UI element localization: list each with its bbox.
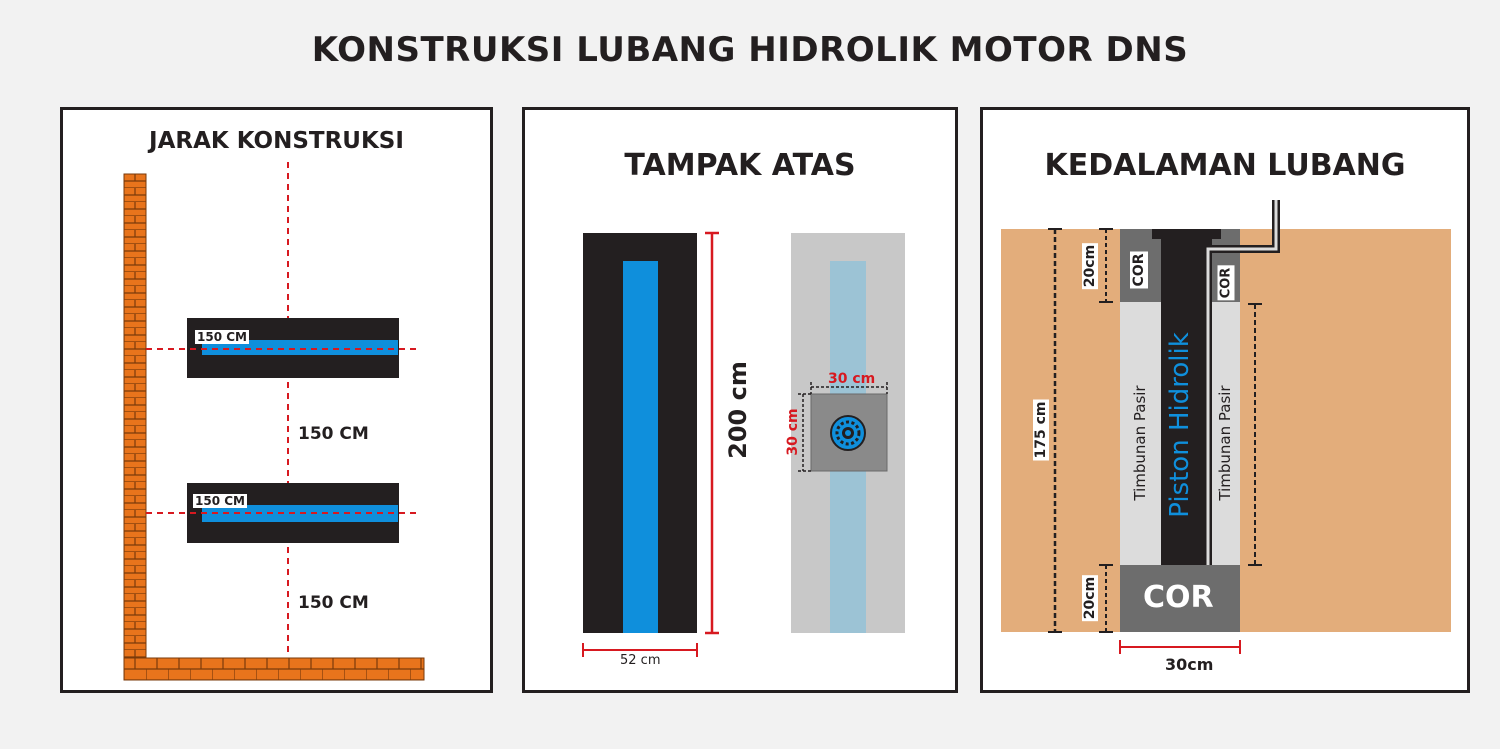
cor-bottom-depth-dimension (1099, 564, 1113, 633)
piston-top-icon (830, 415, 866, 451)
gap-label-2: 150 CM (298, 593, 369, 613)
cor-width-label: 30 cm (828, 371, 876, 387)
length-dimension (705, 231, 719, 635)
width-dimension (582, 643, 698, 657)
plan-view-open (583, 233, 697, 633)
slot-top-label: 150 CM (195, 330, 249, 344)
cor-height-dimension (798, 393, 811, 472)
cor-bottom-depth-label: 20cm (1082, 574, 1098, 622)
sand-left-label: Timbunan Pasir (1131, 385, 1149, 501)
hole-width-label: 30cm (1165, 655, 1214, 674)
piston-cap (1152, 229, 1221, 239)
panel-tampak-title: TAMPAK ATAS (624, 148, 856, 183)
piston-body (1161, 229, 1212, 565)
panel-kedalaman-title: KEDALAMAN LUBANG (1044, 148, 1406, 183)
sand-right-label: Timbunan Pasir (1216, 385, 1234, 501)
cor-top-left-label: COR (1130, 251, 1148, 289)
page-title: KONSTRUKSI LUBANG HIDROLIK MOTOR DNS (311, 30, 1189, 70)
total-depth-label: 175 cm (1033, 399, 1049, 461)
sand-left (1120, 302, 1161, 565)
cor-top-right-label: COR (1217, 265, 1235, 301)
cor-top-depth-label: 20cm (1082, 242, 1098, 290)
piston-label: Piston Hidrolik (1165, 332, 1195, 518)
gap-label-1: 150 CM (298, 424, 369, 444)
panel-jarak-title: JARAK KONSTRUKSI (149, 128, 404, 154)
sand-right (1212, 302, 1240, 565)
hole-width-dimension (1119, 640, 1241, 654)
width-label: 52 cm (620, 653, 661, 668)
cor-width-dimension (810, 382, 888, 394)
brick-wall (123, 173, 425, 681)
cor-bottom (1120, 565, 1240, 632)
sand-depth-dimension (1248, 303, 1262, 566)
cor-bottom-label: COR (1143, 580, 1214, 615)
slot-bottom-label: 150 CM (193, 494, 247, 508)
cor-top-depth-dimension (1099, 228, 1113, 303)
